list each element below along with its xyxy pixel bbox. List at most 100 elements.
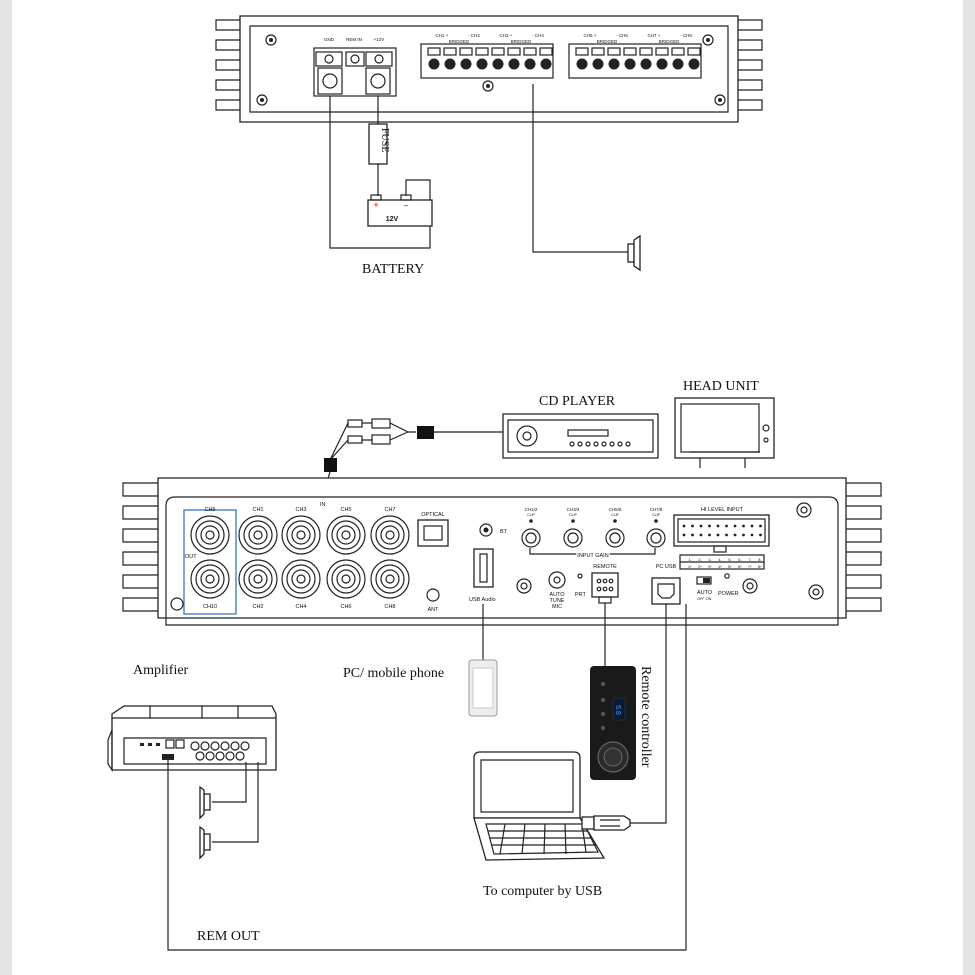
connector-pin — [682, 524, 686, 528]
top-amplifier: GND REM IN +12V CH1 + - CH2 CH3 + - CH4 … — [215, 15, 763, 123]
bridged-label: BRIDGED — [659, 39, 680, 44]
prt-indicator: PRT — [575, 573, 587, 598]
power-terminal-block: GND REM IN +12V — [313, 37, 397, 97]
clip-label: CLIP — [611, 513, 619, 517]
auto-label: AUTO — [697, 590, 713, 596]
pin-label: 2- — [698, 558, 702, 562]
bridged-label: BRIDGED — [511, 39, 532, 44]
pin-label: 4+ — [718, 565, 722, 569]
connector-pin — [682, 533, 686, 537]
amplifier-icon — [107, 705, 277, 772]
connector-pin — [691, 524, 694, 528]
terminal-label: - CH8 — [680, 33, 692, 38]
terminal-label: REM IN — [346, 37, 362, 42]
antenna-port: ANT — [426, 588, 440, 613]
bridged-label: BRIDGED — [597, 39, 618, 44]
connector-pin — [699, 533, 703, 537]
gain-channel-label: CH7/8 — [650, 507, 663, 512]
optical-port: OPTICAL — [417, 512, 449, 547]
clip-label: CLIP — [527, 513, 535, 517]
remote-port: REMOTE — [591, 564, 619, 604]
gain-channel-label: CH5/6 — [609, 507, 622, 512]
connector-pin — [725, 533, 728, 537]
screw-terminal — [443, 47, 457, 70]
rca-jack: CH4 — [281, 559, 321, 610]
cd-player-icon — [502, 413, 659, 459]
pin-label: 6+ — [738, 565, 742, 569]
pin-label: 7+ — [748, 565, 752, 569]
rca-channel-label: CH1 — [252, 507, 263, 513]
optical-label: OPTICAL — [421, 512, 445, 518]
mic-label-line: MIC — [552, 604, 562, 610]
prt-label: PRT — [575, 592, 587, 598]
pc-phone-label: PC/ mobile phone — [343, 666, 444, 681]
hi-level-input-connector: HI LEVEL INPUT 1-2-3-4-5-6-7-8-1+2+3+4+5… — [673, 507, 770, 570]
connector-pin — [733, 524, 737, 528]
speaker-icon — [199, 785, 211, 820]
rca-jack: CH10 — [190, 559, 230, 610]
battery-minus-label: – — [404, 201, 409, 210]
cable-junction — [417, 426, 434, 439]
connector-pin — [750, 533, 754, 537]
head-unit-label: HEAD UNIT — [683, 379, 759, 394]
pin-label: 4- — [718, 558, 722, 562]
rca-channel-label: CH2 — [252, 604, 263, 610]
screw-icon — [256, 34, 726, 106]
pin-label: 8+ — [758, 565, 762, 569]
connector-pin — [716, 524, 720, 528]
pin-label: 8- — [758, 558, 762, 562]
laptop-icon — [473, 751, 606, 861]
out-group-box — [183, 509, 237, 615]
hi-level-input-label: HI LEVEL INPUT — [701, 507, 744, 513]
remote-label: REMOTE — [593, 564, 617, 570]
battery-icon: + – 12V — [367, 194, 433, 227]
screw-terminal — [459, 47, 473, 70]
speaker-icon — [199, 825, 211, 860]
rca-jack: CH8 — [370, 559, 410, 610]
amplifier-label: Amplifier — [133, 663, 189, 678]
rca-channel-label: CH9 — [204, 507, 215, 513]
pin-label: 1+ — [688, 565, 692, 569]
rca-jack: CH3 — [281, 507, 321, 555]
out-label: OUT — [185, 554, 197, 560]
rca-channel-label: CH10 — [203, 604, 217, 610]
battery-label: BATTERY — [362, 262, 424, 277]
rca-channel-label: CH6 — [340, 604, 351, 610]
speaker-terminals-group-1: CH1 + - CH2 CH3 + - CH4 BRIDGED BRIDGED — [420, 33, 554, 79]
connector-pin — [742, 533, 745, 537]
mic-label-line: AUTO — [549, 592, 565, 598]
amplifier-wiring — [167, 604, 687, 951]
cable-junction — [324, 458, 337, 472]
rca-jack: CH1 — [238, 507, 278, 555]
rca-channel-label: CH8 — [384, 604, 395, 610]
cd-player-label: CD PLAYER — [539, 394, 616, 409]
screw-terminal — [591, 47, 605, 70]
screw-terminal — [623, 47, 637, 70]
mic-label-line: TUNE — [550, 598, 565, 604]
to-computer-label: To computer by USB — [483, 884, 602, 899]
gain-channel-label: CH1/2 — [525, 507, 538, 512]
screw-terminal — [655, 47, 669, 70]
pin-label: 5+ — [728, 565, 732, 569]
screw-terminal — [575, 47, 589, 70]
bridged-label: BRIDGED — [449, 39, 470, 44]
connector-pin — [725, 524, 728, 528]
connector-pin — [750, 524, 754, 528]
rca-channel-label: CH4 — [295, 604, 306, 610]
auto-switch: AUTO OFF ON — [696, 576, 713, 601]
power-indicator: POWER — [718, 573, 739, 597]
screw-terminal — [491, 47, 505, 70]
rca-jack: CH6 — [326, 559, 366, 610]
rca-jack: CH7 — [370, 507, 410, 555]
pin-label: 3+ — [708, 565, 712, 569]
screw-terminal — [539, 47, 553, 70]
connector-pin — [759, 524, 762, 528]
battery-voltage-label: 12V — [386, 216, 399, 223]
clip-label: CLIP — [569, 513, 577, 517]
usb-audio-label: USB Audio — [469, 597, 496, 603]
